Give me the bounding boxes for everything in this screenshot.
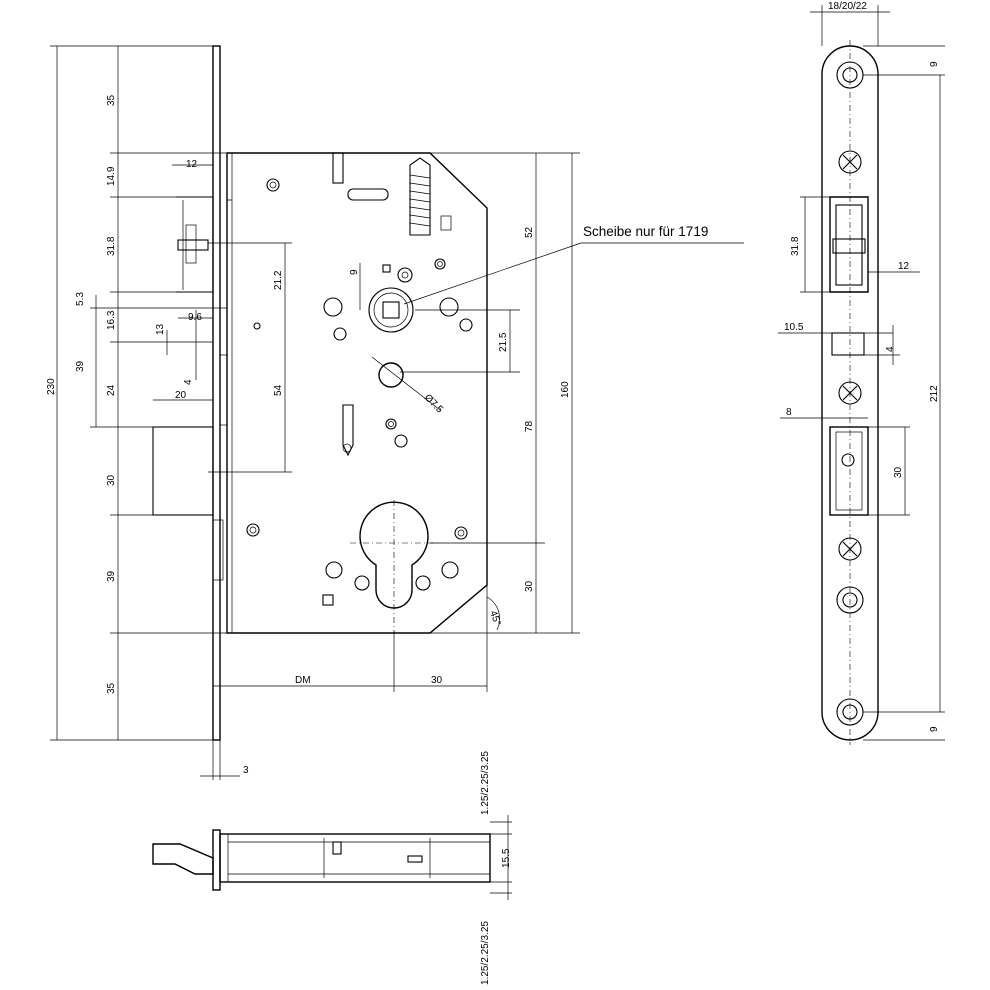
dim-212: 212 [929, 385, 940, 402]
dim-78: 78 [524, 420, 535, 432]
dim-21-5: 21.5 [498, 332, 509, 352]
dim-30-left: 30 [106, 474, 117, 486]
screw-hole-icon [246, 178, 468, 540]
dim-9-bottom: 9 [929, 726, 940, 732]
dim-160: 160 [560, 381, 571, 398]
dim-15-5: 15.5 [501, 848, 512, 868]
dim-12-front: 12 [186, 159, 198, 170]
bottom-labels: 1.25/2.25/3.25 15.5 1.25/2.25/3.25 [480, 751, 512, 985]
side-view [778, 5, 945, 745]
dim-thickness-bottom: 1.25/2.25/3.25 [480, 921, 491, 985]
latch-bolt [176, 196, 214, 293]
deadbolt [152, 426, 214, 516]
dim-13: 13 [155, 323, 166, 335]
side-labels: 18/20/22 9 31.8 12 10.5 4 212 8 30 9 [784, 1, 940, 732]
bottom-forend [212, 829, 221, 891]
dim-30-side: 30 [893, 466, 904, 478]
dim-30-bottom: 30 [431, 675, 443, 686]
dim-thickness-top: 1.25/2.25/3.25 [480, 751, 491, 815]
annotation-leader [403, 242, 744, 305]
cylinder-cutout-icon [350, 500, 440, 630]
dim-230: 230 [46, 378, 57, 395]
dim-8: 8 [786, 407, 792, 418]
dim-54: 54 [273, 384, 284, 396]
dim-20: 20 [175, 390, 187, 401]
dim-5-3: 5.3 [75, 292, 86, 306]
dim-16-3: 16.3 [106, 310, 117, 330]
spring [409, 157, 452, 236]
dim-3: 3 [243, 765, 249, 776]
dim-24: 24 [106, 384, 117, 396]
dim-39-upper: 39 [75, 360, 86, 372]
small-slot [831, 332, 865, 356]
annotation-text: Scheibe nur für 1719 [583, 224, 708, 239]
dim-12-side: 12 [898, 261, 910, 272]
dim-39-lower: 39 [106, 570, 117, 582]
dim-14-9: 14.9 [106, 166, 117, 186]
left-dimension-lines [50, 45, 227, 741]
dim-31-8-side: 31.8 [790, 236, 801, 256]
front-view [50, 45, 744, 780]
dim-35-bottom: 35 [106, 682, 117, 694]
dim-10-5: 10.5 [784, 322, 804, 333]
dim-21-2: 21.2 [273, 270, 284, 290]
dim-52: 52 [524, 226, 535, 238]
dim-9-top: 9 [929, 61, 940, 67]
dim-9-6: 9.6 [188, 312, 202, 323]
dim-9-front: 9 [349, 269, 360, 275]
pin-hole [378, 362, 404, 388]
lock-case [226, 152, 488, 634]
follower-hub [368, 287, 414, 333]
dim-dm: DM [295, 675, 311, 686]
bottom-latch [152, 843, 214, 875]
dim-35-top: 35 [106, 94, 117, 106]
latch-opening [829, 196, 869, 293]
dim-4-side: 4 [885, 346, 896, 352]
forend-plate [212, 45, 221, 741]
bolt-opening [829, 426, 869, 516]
bottom-view [152, 815, 512, 900]
dim-31-8: 31.8 [106, 236, 117, 256]
inner-dimension-lines [200, 152, 580, 780]
dim-18-20-22: 18/20/22 [828, 1, 867, 12]
angle-label: 45° [487, 609, 503, 627]
latch-square [177, 239, 209, 251]
hole-label: Ø7.5 [422, 392, 445, 415]
dim-4-front: 4 [183, 379, 194, 385]
screw-cross-icon [838, 150, 862, 561]
bottom-case [219, 833, 491, 883]
dim-30-right: 30 [524, 580, 535, 592]
